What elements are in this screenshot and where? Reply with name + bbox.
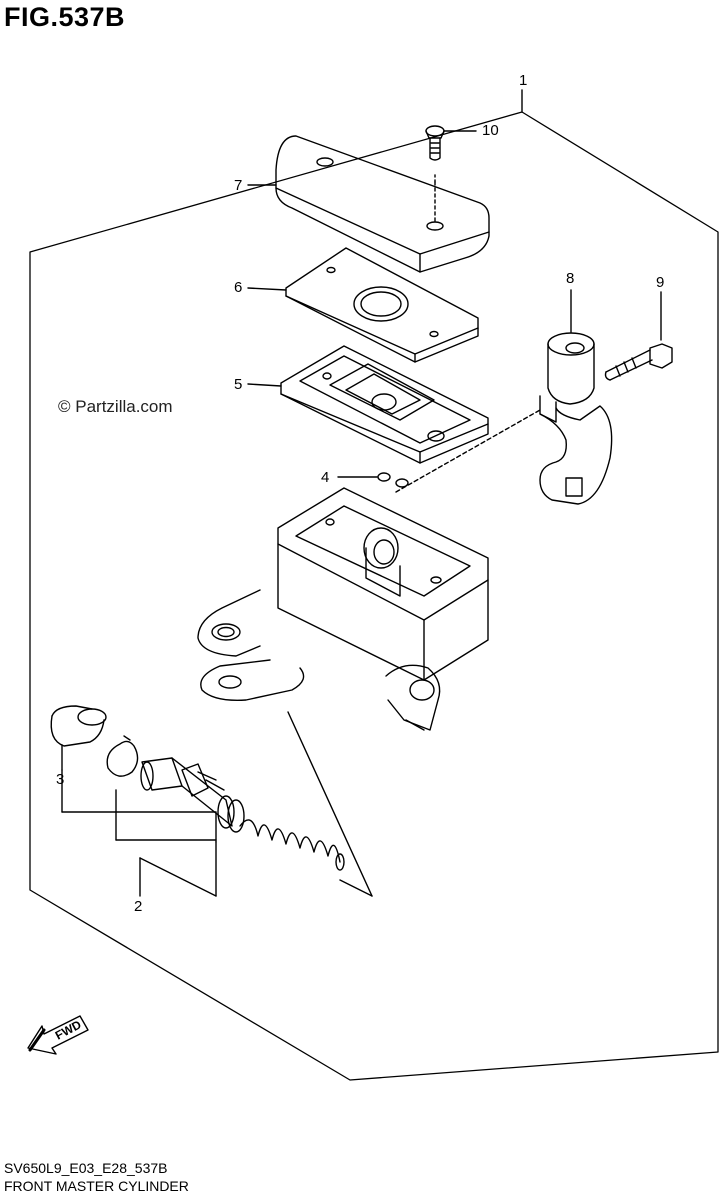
figure-title: FIG.537B	[4, 2, 126, 32]
diagram-code: SV650L9_E03_E28_537B	[4, 1160, 168, 1176]
callout-10: 10	[482, 122, 499, 139]
callout-7: 7	[234, 177, 243, 194]
callout-4: 4	[321, 469, 330, 486]
plate-part-5	[247, 345, 489, 464]
bolt-part-9	[604, 291, 673, 381]
watermark-text: © Partzilla.com	[58, 397, 173, 416]
callout-8: 8	[566, 270, 575, 287]
master-cylinder-body	[197, 409, 541, 731]
assembly-boundary	[29, 111, 719, 1081]
diagram-name: FRONT MASTER CYLINDER	[4, 1178, 189, 1194]
boot-part-3	[50, 705, 107, 771]
circlip	[106, 735, 139, 777]
callout-1: 1	[519, 72, 528, 89]
diaphragm-part-6	[247, 247, 479, 363]
callout-9: 9	[656, 274, 665, 291]
screw-part-10	[425, 125, 477, 183]
cover-part-7	[247, 135, 490, 273]
clamp-part-8	[539, 289, 613, 505]
callout-3: 3	[56, 771, 65, 788]
callout-5: 5	[234, 376, 243, 393]
piston-part-2	[140, 757, 345, 871]
fwd-arrow-icon	[27, 1015, 89, 1055]
callout-6: 6	[234, 279, 243, 296]
callout-2: 2	[134, 898, 143, 915]
clip-part-4	[337, 472, 409, 488]
